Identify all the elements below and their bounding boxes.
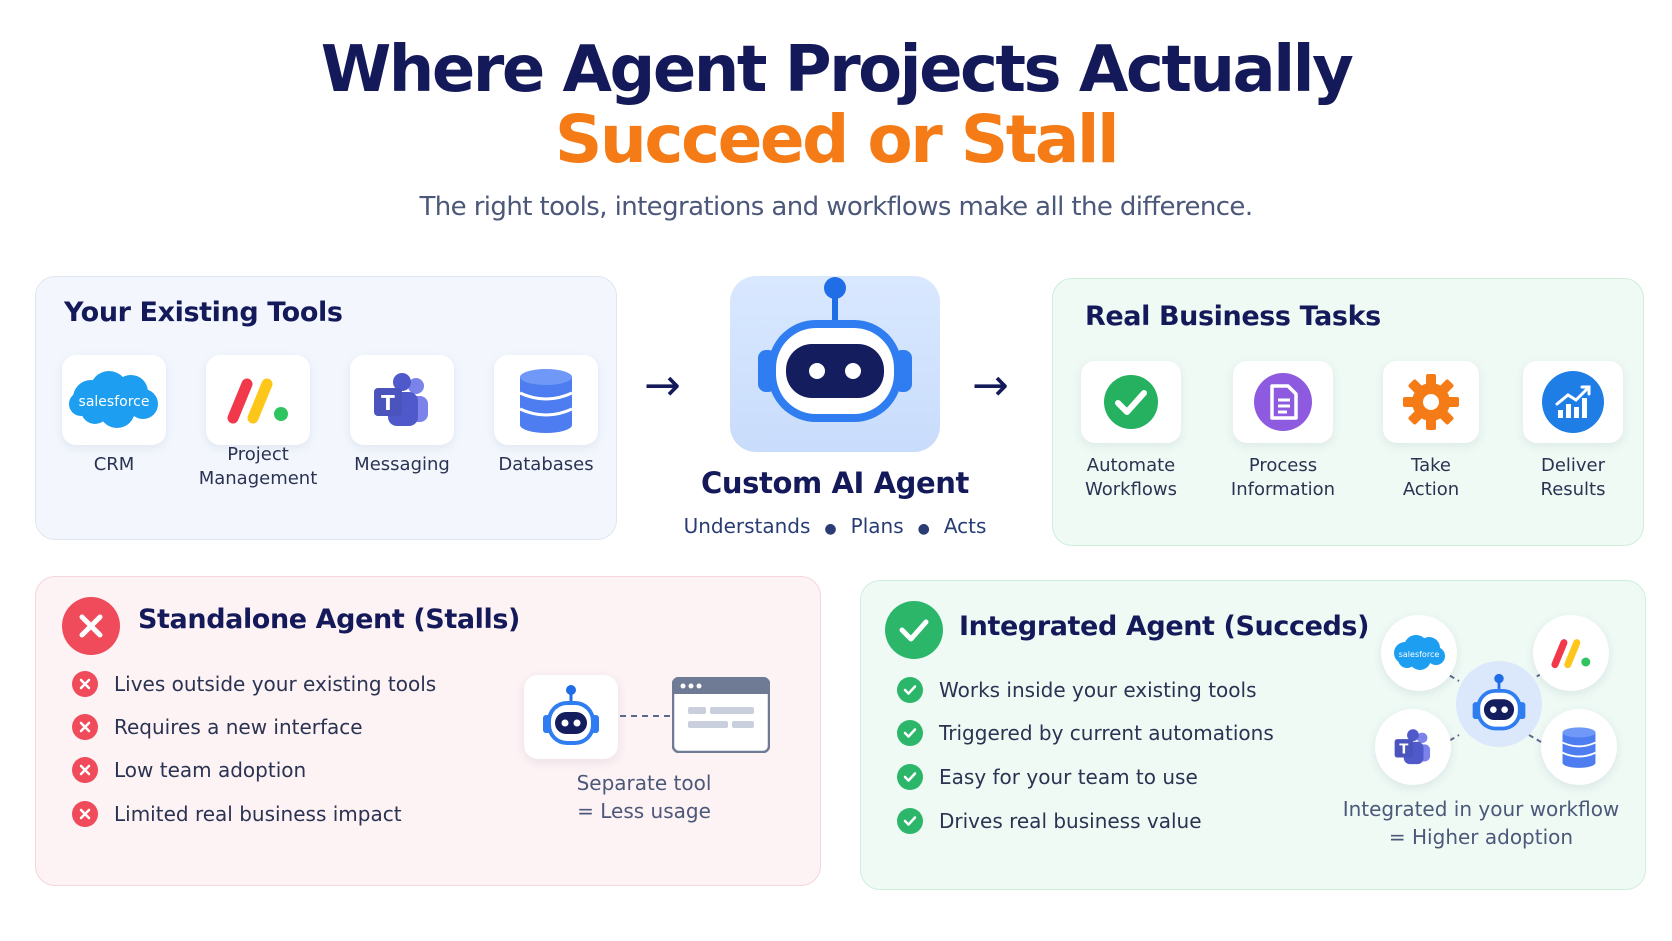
task-label-action: Take Action (1402, 455, 1460, 500)
check-icon (897, 808, 923, 834)
salesforce-logo-icon: salesforce (69, 371, 158, 428)
list-item: Easy for your team to use (897, 764, 1198, 790)
capability-acts: Acts (943, 514, 987, 538)
x-icon (72, 801, 98, 827)
task-tile-results (1523, 361, 1623, 443)
standalone-agent-panel: Standalone Agent (Stalls) Lives outside … (35, 576, 821, 886)
stall-badge-icon (62, 597, 120, 655)
page-title-line-2: Succeed or Stall (554, 101, 1120, 178)
checkmark-icon (1104, 375, 1158, 429)
arrow-right-icon-2: → (972, 360, 1009, 411)
page-subtitle: The right tools, integrations and workfl… (419, 192, 1254, 222)
list-item: Requires a new interface (72, 714, 363, 740)
task-label-results: Deliver Results (1540, 455, 1606, 500)
hub-project-management-node (1533, 615, 1609, 691)
standalone-note-line-2: = Less usage (577, 799, 711, 823)
hub-teams-node: T (1375, 709, 1451, 785)
integrated-agent-title: Integrated Agent (Succeds) (959, 611, 1370, 642)
task-label-automate: Automate Workflows (1084, 455, 1178, 500)
browser-window-icon (672, 677, 770, 753)
hub-teams-logo-text: T (1399, 743, 1408, 758)
bullet-dot-icon: ● (917, 521, 930, 537)
database-icon (1562, 727, 1596, 768)
check-icon (897, 720, 923, 746)
bullet-text: Lives outside your existing tools (114, 672, 437, 696)
x-icon (72, 757, 98, 783)
project-management-logo-icon (227, 378, 288, 424)
bullet-text: Limited real business impact (114, 802, 402, 826)
bullet-text: Low team adoption (114, 758, 307, 782)
task-label-process: Process Information (1230, 455, 1336, 500)
hub-database-node (1541, 709, 1617, 785)
robot-icon (758, 277, 912, 422)
dashed-connector (620, 715, 672, 717)
arrow-right-icon-1: → (644, 360, 681, 411)
check-icon (897, 677, 923, 703)
business-tasks-panel: Real Business Tasks Automate Workflows P… (1052, 278, 1644, 546)
x-icon (72, 714, 98, 740)
agent-title: Custom AI Agent (701, 466, 969, 500)
teams-logo-text: T (381, 391, 395, 415)
agent-capabilities: Understands ● Plans ● Acts (640, 514, 1030, 538)
gear-icon (1403, 374, 1459, 430)
hub-salesforce-logo-text: salesforce (1399, 650, 1440, 659)
integrated-note: Integrated in your workflow = Higher ado… (1331, 795, 1631, 851)
check-icon (897, 764, 923, 790)
standalone-robot-tile (524, 675, 618, 759)
list-item: Drives real business value (897, 808, 1202, 834)
database-icon (519, 369, 573, 433)
list-item: Limited real business impact (72, 801, 402, 827)
standalone-note-line-1: Separate tool (576, 771, 712, 795)
bullet-text: Drives real business value (939, 809, 1202, 833)
list-item: Triggered by current automations (897, 720, 1274, 746)
hub-agent-node (1456, 661, 1542, 747)
integrated-note-line-2: = Higher adoption (1388, 825, 1574, 849)
project-management-logo-icon (1551, 639, 1591, 669)
bullet-text: Easy for your team to use (939, 765, 1198, 789)
teams-logo-icon: T (374, 373, 428, 426)
bullet-dot-icon: ● (824, 521, 837, 537)
robot-icon (543, 685, 599, 745)
list-item: Lives outside your existing tools (72, 671, 436, 697)
list-item: Low team adoption (72, 757, 306, 783)
integrated-note-line-1: Integrated in your workflow (1342, 797, 1620, 821)
messaging-tile: T (350, 355, 454, 445)
existing-tools-title: Your Existing Tools (64, 297, 343, 328)
task-tile-action (1383, 361, 1479, 443)
x-icon (72, 671, 98, 697)
capability-understands: Understands (683, 514, 811, 538)
business-tasks-title: Real Business Tasks (1085, 301, 1381, 332)
salesforce-logo-text: salesforce (79, 394, 150, 410)
tool-label-project-management: Project Management (198, 444, 318, 489)
task-tile-process (1233, 361, 1333, 443)
hub-salesforce-node: salesforce (1381, 615, 1457, 691)
integrated-agent-panel: Integrated Agent (Succeds) Works inside … (860, 580, 1646, 890)
agent-robot-box (730, 276, 940, 452)
databases-tile (494, 355, 598, 445)
document-icon (1254, 373, 1312, 431)
existing-tools-panel: Your Existing Tools salesforce CRM Proje… (35, 276, 617, 540)
teams-logo-icon: T (1394, 729, 1431, 765)
salesforce-tile: salesforce (62, 355, 166, 445)
capability-plans: Plans (850, 514, 904, 538)
tool-label-messaging: Messaging (354, 454, 450, 475)
bullet-text: Triggered by current automations (939, 721, 1274, 745)
standalone-agent-title: Standalone Agent (Stalls) (138, 604, 520, 635)
task-tile-automate (1081, 361, 1181, 443)
list-item: Works inside your existing tools (897, 677, 1257, 703)
standalone-note: Separate tool = Less usage (504, 769, 784, 825)
growth-chart-icon (1542, 371, 1604, 433)
robot-icon (1472, 673, 1526, 731)
tool-label-databases: Databases (498, 454, 594, 475)
bullet-text: Works inside your existing tools (939, 678, 1257, 702)
project-management-tile (206, 355, 310, 445)
page-title-line-1: Where Agent Projects Actually (320, 33, 1354, 107)
success-badge-icon (885, 601, 943, 659)
salesforce-logo-icon: salesforce (1394, 635, 1445, 670)
tool-label-crm: CRM (93, 454, 135, 475)
bullet-text: Requires a new interface (114, 715, 363, 739)
